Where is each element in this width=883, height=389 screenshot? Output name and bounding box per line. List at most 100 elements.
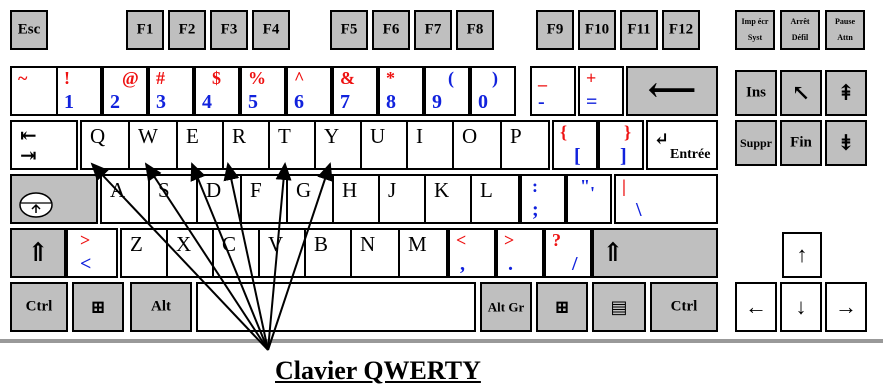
key-e[interactable]: E bbox=[176, 120, 226, 170]
key-c[interactable]: C bbox=[212, 228, 262, 278]
key-up[interactable]: ↑ bbox=[782, 232, 822, 278]
key-equal-bot: = bbox=[586, 91, 598, 113]
key-l[interactable]: L bbox=[470, 174, 520, 224]
key-minus[interactable]: _- bbox=[530, 66, 576, 116]
key-f5[interactable]: F5 bbox=[330, 10, 368, 50]
key-lbrace[interactable]: {[ bbox=[552, 120, 598, 170]
key-capslock[interactable] bbox=[10, 174, 98, 224]
key-esc[interactable]: Esc bbox=[10, 10, 48, 50]
key-a[interactable]: A bbox=[100, 174, 150, 224]
key-9-bot: 9 bbox=[432, 91, 442, 113]
key-x[interactable]: X bbox=[166, 228, 216, 278]
key-equal[interactable]: += bbox=[578, 66, 624, 116]
key-k[interactable]: K bbox=[424, 174, 474, 224]
key-space[interactable] bbox=[196, 282, 476, 332]
key-left[interactable]: ← bbox=[735, 282, 777, 332]
key-g-label: G bbox=[296, 178, 312, 202]
key-home[interactable]: ↖ bbox=[780, 70, 822, 116]
key-semicolon[interactable]: :; bbox=[520, 174, 566, 224]
key-y[interactable]: Y bbox=[314, 120, 364, 170]
key-alt[interactable]: Alt bbox=[130, 282, 192, 332]
key-period[interactable]: >. bbox=[496, 228, 544, 278]
key-slash[interactable]: ?/ bbox=[544, 228, 592, 278]
key-comma[interactable]: <, bbox=[448, 228, 496, 278]
key-right[interactable]: → bbox=[825, 282, 867, 332]
key-0[interactable]: )0 bbox=[470, 66, 516, 116]
key-pgdn[interactable]: ⇟ bbox=[825, 120, 867, 166]
key-ctrl-right[interactable]: Ctrl bbox=[650, 282, 718, 332]
key-h[interactable]: H bbox=[332, 174, 382, 224]
key-menu[interactable]: ▤ bbox=[592, 282, 646, 332]
key-b[interactable]: B bbox=[304, 228, 354, 278]
key-rshift[interactable]: ⇑ bbox=[592, 228, 718, 278]
key-tilde[interactable]: ~ bbox=[10, 66, 58, 116]
key-pipe[interactable]: |\ bbox=[614, 174, 718, 224]
key-2[interactable]: @2 bbox=[102, 66, 148, 116]
key-ctrl-left[interactable]: Ctrl bbox=[10, 282, 68, 332]
key-s[interactable]: S bbox=[148, 174, 198, 224]
key-m[interactable]: M bbox=[398, 228, 448, 278]
key-d[interactable]: D bbox=[196, 174, 246, 224]
key-windows-left[interactable]: ⊞ bbox=[72, 282, 124, 332]
key-o[interactable]: O bbox=[452, 120, 502, 170]
key-f4[interactable]: F4 bbox=[252, 10, 290, 50]
key-down[interactable]: ↓ bbox=[780, 282, 822, 332]
key-f-label: F bbox=[250, 178, 262, 202]
key-f11[interactable]: F11 bbox=[620, 10, 658, 50]
key-q[interactable]: Q bbox=[80, 120, 130, 170]
key-rbrace[interactable]: }] bbox=[598, 120, 644, 170]
key-w-label: W bbox=[138, 124, 158, 148]
key-semicolon-bot: ; bbox=[532, 199, 539, 221]
key-n[interactable]: N bbox=[350, 228, 400, 278]
key-f[interactable]: F bbox=[240, 174, 290, 224]
key-lt[interactable]: >< bbox=[66, 228, 118, 278]
key-j[interactable]: J bbox=[378, 174, 428, 224]
key-f1[interactable]: F1 bbox=[126, 10, 164, 50]
key-suppr[interactable]: Suppr bbox=[735, 120, 777, 166]
key-quote[interactable]: "' bbox=[566, 174, 612, 224]
key-f10[interactable]: F10 bbox=[578, 10, 616, 50]
key-8[interactable]: *8 bbox=[378, 66, 424, 116]
key-f9[interactable]: F9 bbox=[536, 10, 574, 50]
key-i[interactable]: I bbox=[406, 120, 456, 170]
key-fin-label: Fin bbox=[790, 134, 812, 151]
key-altgr[interactable]: Alt Gr bbox=[480, 282, 532, 332]
key-w[interactable]: W bbox=[128, 120, 178, 170]
key-9[interactable]: (9 bbox=[424, 66, 470, 116]
key-4[interactable]: $4 bbox=[194, 66, 240, 116]
key-v[interactable]: V bbox=[258, 228, 308, 278]
key-ins[interactable]: Ins bbox=[735, 70, 777, 116]
key-ctrl-left-label: Ctrl bbox=[25, 298, 53, 315]
key-u[interactable]: U bbox=[360, 120, 410, 170]
key-g[interactable]: G bbox=[286, 174, 336, 224]
key-windows-right[interactable]: ⊞ bbox=[536, 282, 588, 332]
key-r[interactable]: R bbox=[222, 120, 272, 170]
key-5-top: % bbox=[248, 68, 266, 88]
key-f12[interactable]: F12 bbox=[662, 10, 700, 50]
key-p[interactable]: P bbox=[500, 120, 550, 170]
capslock-icon bbox=[19, 192, 53, 218]
key-t[interactable]: T bbox=[268, 120, 318, 170]
key-z[interactable]: Z bbox=[120, 228, 170, 278]
key-f2[interactable]: F2 bbox=[168, 10, 206, 50]
key-f7[interactable]: F7 bbox=[414, 10, 452, 50]
key-7[interactable]: &7 bbox=[332, 66, 378, 116]
key-1[interactable]: !1 bbox=[56, 66, 102, 116]
key-6[interactable]: ^6 bbox=[286, 66, 332, 116]
key-backspace[interactable]: ⟵ bbox=[626, 66, 718, 116]
key-3[interactable]: #3 bbox=[148, 66, 194, 116]
key-pgup[interactable]: ⇞ bbox=[825, 70, 867, 116]
key-2-bot: 2 bbox=[110, 91, 120, 113]
key-5[interactable]: %5 bbox=[240, 66, 286, 116]
key-f3[interactable]: F3 bbox=[210, 10, 248, 50]
key-lshift[interactable]: ⇑ bbox=[10, 228, 66, 278]
key-fin[interactable]: Fin bbox=[780, 120, 822, 166]
key-tab[interactable]: ⇤⇥⇤ ⇥ bbox=[10, 120, 78, 170]
key-f8[interactable]: F8 bbox=[456, 10, 494, 50]
key-f6[interactable]: F6 bbox=[372, 10, 410, 50]
key-entree[interactable]: ↵Entrée bbox=[646, 120, 718, 170]
